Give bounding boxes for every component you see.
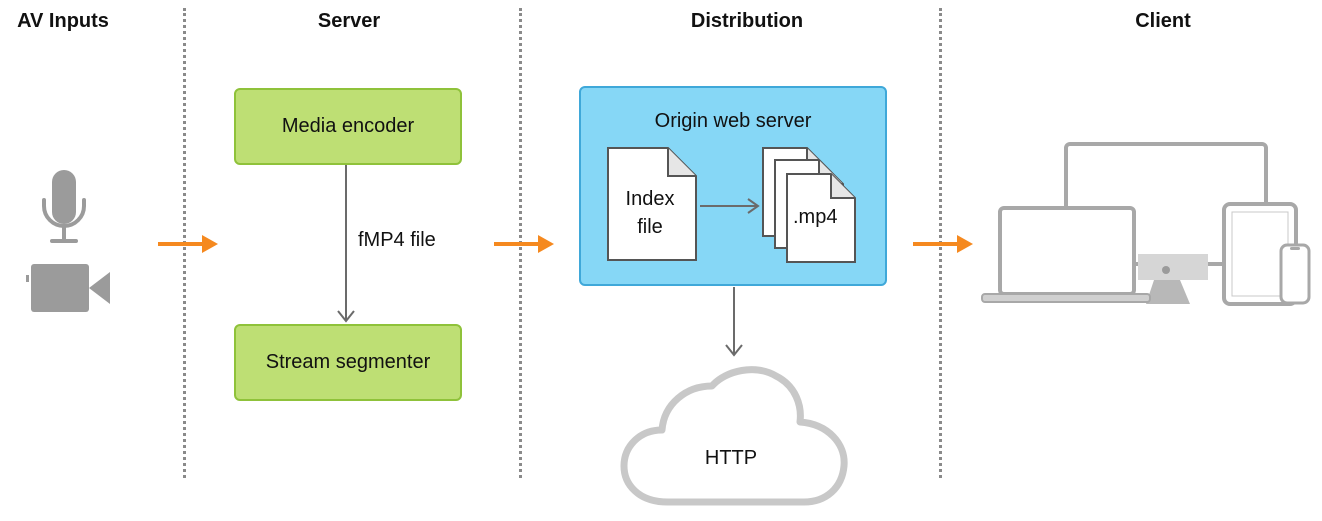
index-file-label-line2: file <box>637 216 663 238</box>
cloud-icon <box>620 366 848 506</box>
media-encoder-box: Media encoder <box>234 88 462 165</box>
column-title-server: Server <box>317 10 381 32</box>
arrow-server-to-distribution <box>494 235 554 253</box>
mp4-segments-icon <box>762 147 856 263</box>
video-camera-icon <box>26 264 110 312</box>
stream-segmenter-box: Stream segmenter <box>234 324 462 401</box>
http-label: HTTP <box>704 447 758 469</box>
arrow-distribution-to-client <box>913 235 973 253</box>
microphone-icon <box>42 170 86 243</box>
mp4-label: .mp4 <box>793 206 838 228</box>
origin-web-server-label: Origin web server <box>654 110 812 132</box>
laptop-icon <box>981 206 1151 303</box>
encoder-to-segmenter-arrow <box>337 165 355 323</box>
origin-to-cloud-arrow <box>725 287 743 357</box>
index-file-label-line1: Index <box>625 188 675 210</box>
index-to-segments-arrow <box>700 198 760 214</box>
column-title-client: Client <box>1135 10 1191 32</box>
iphone-icon <box>1279 243 1311 305</box>
column-title-distribution: Distribution <box>690 10 804 32</box>
stream-segmenter-label: Stream segmenter <box>265 351 431 373</box>
index-file-icon <box>607 147 697 261</box>
arrow-inputs-to-server <box>158 235 218 253</box>
fmp4-file-label: fMP4 file <box>358 229 436 251</box>
media-encoder-label: Media encoder <box>281 115 415 137</box>
column-title-av-inputs: AV Inputs <box>17 10 109 32</box>
